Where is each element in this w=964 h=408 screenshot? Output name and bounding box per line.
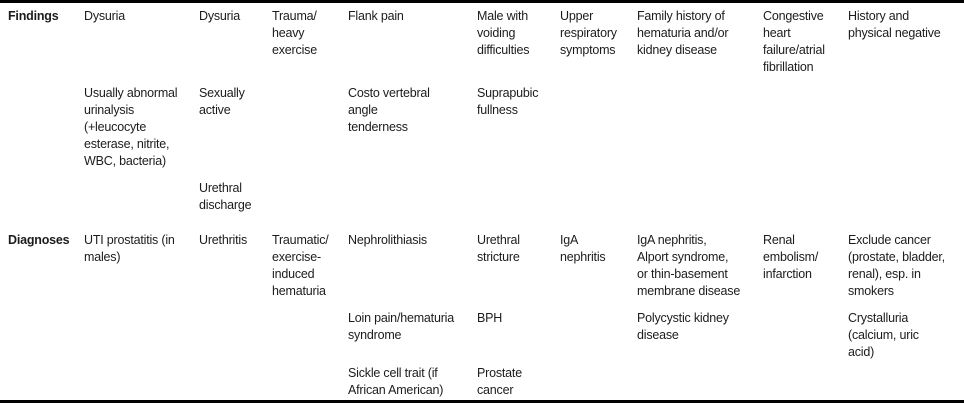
findings-r1-c5: Male with voiding difficulties: [477, 9, 530, 57]
diagnoses-r1-c6: IgA nephritis: [560, 233, 606, 264]
findings-r2-c5: Suprapubic fullness: [477, 86, 539, 117]
findings-r1-c1: Dysuria: [84, 9, 125, 23]
diagnoses-r1-c4: Nephrolithiasis: [348, 233, 427, 247]
diagnoses-r1-c1: UTI prostatitis (in males): [84, 233, 175, 264]
diagnoses-r3-c4: Sickle cell trait (if African American): [348, 366, 444, 397]
bottom-rule: [0, 400, 964, 403]
row-label-findings: Findings: [8, 9, 59, 23]
findings-r1-c4: Flank pain: [348, 9, 404, 23]
findings-r3-c2: Urethral discharge: [199, 181, 252, 212]
diagnoses-r2-c7: Polycystic kidney disease: [637, 311, 729, 342]
diagnoses-r1-c2: Urethritis: [199, 233, 248, 247]
diagnoses-r1-c9: Exclude cancer (prostate, bladder, renal…: [848, 233, 945, 298]
diagnoses-r3-c5: Prostate cancer: [477, 366, 522, 397]
findings-r1-c3: Trauma/ heavy exercise: [272, 9, 317, 57]
top-rule: [0, 0, 964, 3]
findings-r1-c6: Upper respiratory symptoms: [560, 9, 617, 57]
diagnoses-r1-c5: Urethral stricture: [477, 233, 520, 264]
table-grid: Findings Dysuria Dysuria Trauma/ heavy e…: [8, 8, 958, 399]
findings-r2-c2: Sexually active: [199, 86, 245, 117]
row-label-diagnoses: Diagnoses: [8, 233, 70, 247]
diagnoses-r1-c7: IgA nephritis, Alport syndrome, or thin-…: [637, 233, 741, 298]
diagnoses-r2-c9: Crystalluria (calcium, uric acid): [848, 311, 919, 359]
findings-r2-c1: Usually abnormal urinalysis (+leucocyte …: [84, 86, 178, 168]
diagnoses-r1-c3: Traumatic/ exercise- induced hematuria: [272, 233, 329, 298]
findings-r1-c2: Dysuria: [199, 9, 240, 23]
diagnoses-r1-c8: Renal embolism/ infarction: [763, 233, 819, 281]
findings-r2-c4: Costo vertebral angle tenderness: [348, 86, 430, 134]
diagnoses-r2-c4: Loin pain/hematuria syndrome: [348, 311, 454, 342]
findings-r1-c9: History and physical negative: [848, 9, 941, 40]
findings-r1-c8: Congestive heart failure/atrial fibrilla…: [763, 9, 825, 74]
diagnoses-r2-c5: BPH: [477, 311, 503, 325]
findings-r1-c7: Family history of hematuria and/or kidne…: [637, 9, 729, 57]
